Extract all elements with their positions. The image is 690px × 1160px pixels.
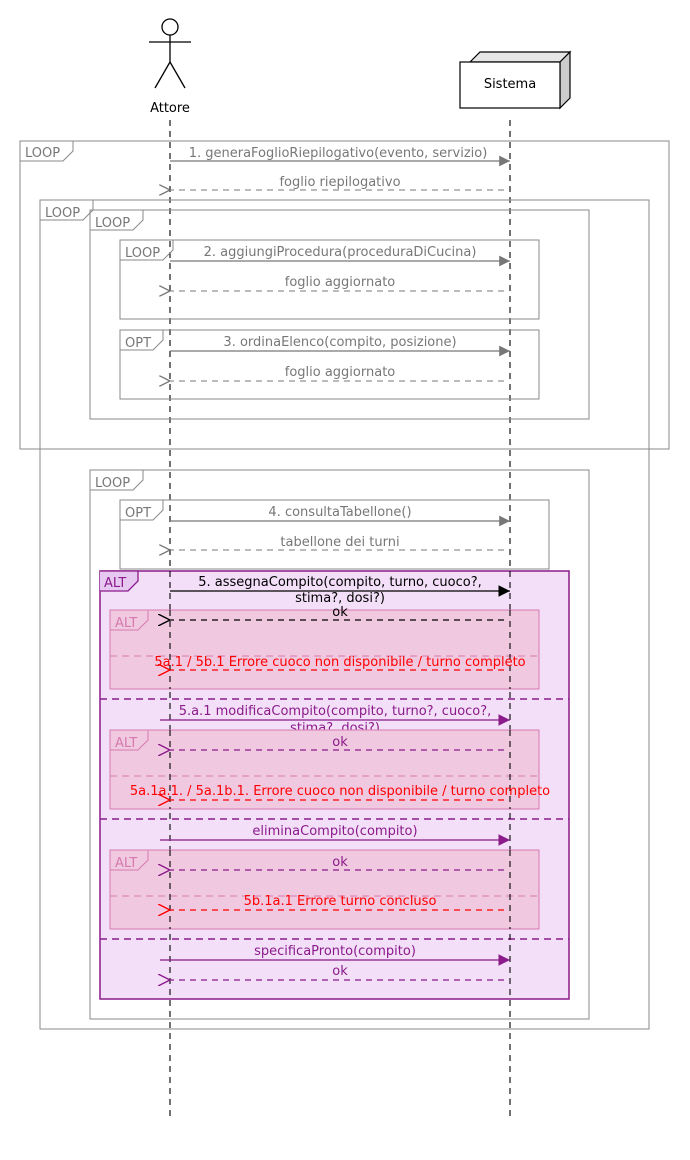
return-label-elimina-error: 5b.1a.1 Errore turno concluso [244,894,437,909]
return-label-5-error: 5a.1 / 5b.1 Errore cuoco non disponibile… [154,655,525,670]
frame-loop-inner-2: LOOP [119,239,540,320]
message-label-4: 4. consultaTabellone() [268,505,411,520]
frame-tag: OPT [125,336,151,351]
frame-tag: LOOP [125,246,160,261]
return-label-5-ok: ok [332,605,348,620]
participant-sistema-label: Sistema [484,77,536,92]
frame-loop-inner-1: LOOP [89,209,590,420]
message-label-3: 3. ordinaElenco(compito, posizione) [223,335,456,350]
frame-tag: LOOP [25,146,60,161]
frame-tag: LOOP [95,216,130,231]
actor-attore-label: Attore [150,101,190,116]
message-label-2: 2. aggiungiProcedura(proceduraDiCucina) [204,245,477,260]
frame-loop-outer-1: LOOP [19,140,670,450]
message-label-1: 1. generaFoglioRiepilogativo(evento, ser… [189,146,488,161]
stick-figure-head-icon [161,18,179,36]
return-label-4: tabellone dei turni [280,535,399,550]
return-label-specifica-ok: ok [332,964,348,979]
return-label-2: foglio aggiornato [285,275,396,290]
frame-tag: ALT [115,616,137,631]
message-label-5a1-line1: 5.a.1 modificaCompito(compito, turno?, c… [179,704,492,719]
return-label-elimina-ok: ok [332,855,348,870]
frame-tag: OPT [125,506,151,521]
frame-tag: ALT [115,856,137,871]
frame-tag: LOOP [45,206,80,221]
frame-tag: ALT [115,736,137,751]
frame-opt-1: OPT [119,329,540,400]
return-label-3: foglio aggiornato [285,365,396,380]
actor-attore: Attore [149,18,191,116]
frame-alt-sub-2: ALT [109,729,540,810]
frame-loop-3: LOOP [89,469,590,1020]
return-label-1: foglio riepilogativo [279,175,400,190]
frame-tag: LOOP [95,476,130,491]
frame-alt-sub-3: ALT [109,849,540,930]
message-label-specifica: specificaPronto(compito) [254,944,416,959]
message-label-5-line2: stima?, dosi?) [295,591,385,606]
participant-sistema: Sistema [459,50,572,110]
message-label-5-line1: 5. assegnaCompito(compito, turno, cuoco?… [198,575,482,590]
return-label-5a1-error: 5a.1a.1. / 5a.1b.1. Errore cuoco non dis… [130,784,550,799]
frame-opt-2: OPT [119,499,550,570]
message-label-elimina: eliminaCompito(compito) [252,824,417,839]
frame-alt-sub-1: ALT [109,609,540,690]
return-label-5a1-ok: ok [332,735,348,750]
frame-tag: ALT [104,576,126,591]
